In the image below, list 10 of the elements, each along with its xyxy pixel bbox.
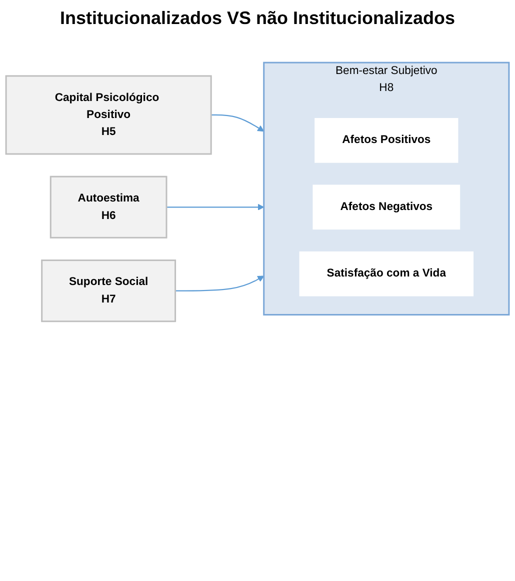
arrow (211, 114, 264, 132)
node-box: Afetos Positivos (314, 118, 458, 163)
node-box: Capital Psicológico Positivo H5 (5, 75, 212, 155)
node-box: Satisfação com a Vida (299, 251, 474, 296)
node-box: Autoestima H6 (50, 176, 168, 238)
arrow (175, 276, 264, 292)
node-box: Suporte Social H7 (41, 260, 176, 322)
diagram-title: Institucionalizados VS não Institucionalizados (58, 8, 456, 29)
node-box: Afetos Negativos (312, 184, 460, 230)
arrow (166, 204, 264, 210)
